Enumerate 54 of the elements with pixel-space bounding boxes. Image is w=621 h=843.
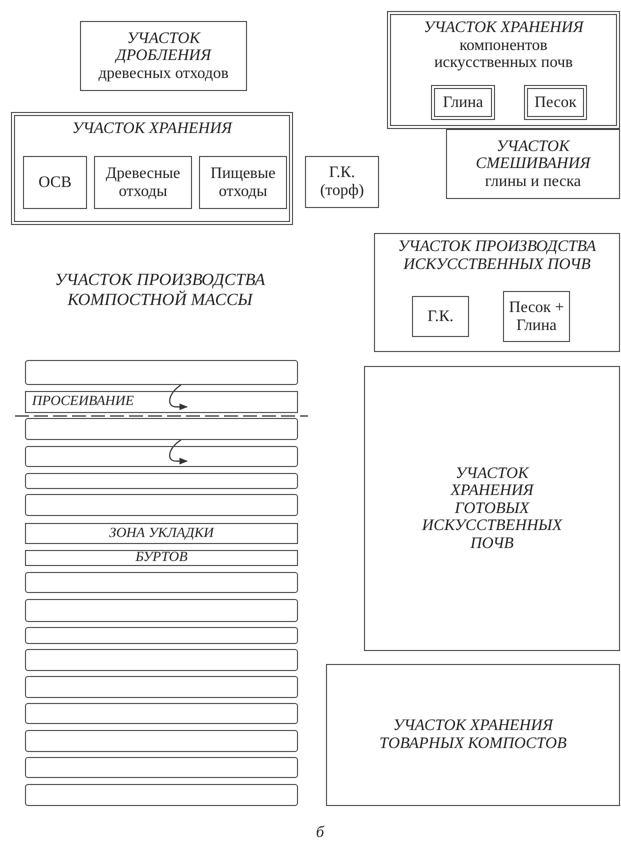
windrow-strip — [25, 572, 298, 593]
zone-box — [446, 129, 620, 199]
bin-label: Глина — [442, 94, 484, 112]
zone-description: глины и песка — [485, 172, 581, 190]
windrow-strip — [25, 730, 298, 752]
figure-caption: б — [314, 824, 326, 842]
zone-box — [326, 664, 620, 806]
bin-box — [305, 156, 379, 208]
strip-label: ПРОСЕИВАНИЕ — [32, 394, 134, 410]
windrow-strip — [25, 649, 298, 671]
strip-label: ЗОНА УКЛАДКИ — [109, 526, 214, 542]
zone-title: УЧАСТОК ПРОИЗВОДСТВА ИСКУССТВЕННЫХ ПОЧВ — [397, 238, 597, 274]
bin-box — [23, 156, 87, 209]
bin-box — [503, 291, 570, 342]
curved-arrow — [169, 384, 188, 410]
zone-box — [80, 21, 247, 91]
windrow-strip — [25, 627, 298, 644]
bin-box — [94, 156, 192, 209]
zone-description: древесных отходов — [98, 64, 229, 82]
windrow-strip — [25, 446, 298, 467]
windrow-strip — [25, 784, 298, 806]
windrow-strip — [25, 676, 298, 698]
bin-label: Г.К. — [427, 308, 454, 326]
windrow-strip — [25, 703, 298, 724]
zone-title: УЧАСТОК ХРАНЕНИЯ ТОВАРНЫХ КОМПОСТОВ — [378, 717, 568, 753]
windrow-strip — [25, 757, 298, 778]
zone-title: УЧАСТОК ХРАНЕНИЯ — [424, 19, 584, 37]
zone-box — [11, 112, 293, 225]
windrow-strip — [25, 599, 298, 622]
windrow-strip — [25, 391, 298, 413]
bin-label: Древесные отходы — [104, 164, 182, 200]
zone-title: УЧАСТОК ХРАНЕНИЯ — [72, 120, 232, 138]
windrow-strip — [25, 550, 298, 566]
bin-label: ОСВ — [38, 174, 72, 192]
bin-box — [412, 296, 469, 337]
zone-title: УЧАСТОК ХРАНЕНИЯ ГОТОВЫХ ИСКУССТВЕННЫХ ПОЧВ — [420, 464, 564, 552]
bin-box — [199, 156, 287, 209]
bin-label: Песок + Глина — [508, 298, 565, 334]
bin-box — [524, 85, 587, 120]
bin-box — [431, 85, 495, 120]
windrow-strip — [25, 523, 298, 544]
zone-title: УЧАСТОК ПРОИЗВОДСТВА КОМПОСТНОЙ МАССЫ — [54, 270, 266, 311]
windrow-strip — [25, 360, 298, 385]
windrow-strip — [25, 473, 298, 489]
windrow-strip — [25, 418, 298, 440]
bin-label: Песок — [534, 94, 576, 112]
windrow-strip — [25, 494, 298, 516]
strip-label: БУРТОВ — [135, 550, 188, 566]
zone-box — [374, 233, 620, 352]
zone-box — [387, 11, 620, 129]
bin-label: Г.К. (торф) — [319, 164, 365, 200]
bin-label: Пищевые отходы — [210, 164, 276, 200]
zone-description: компонентов искусственных почв — [433, 36, 574, 72]
zone-box — [364, 366, 620, 651]
